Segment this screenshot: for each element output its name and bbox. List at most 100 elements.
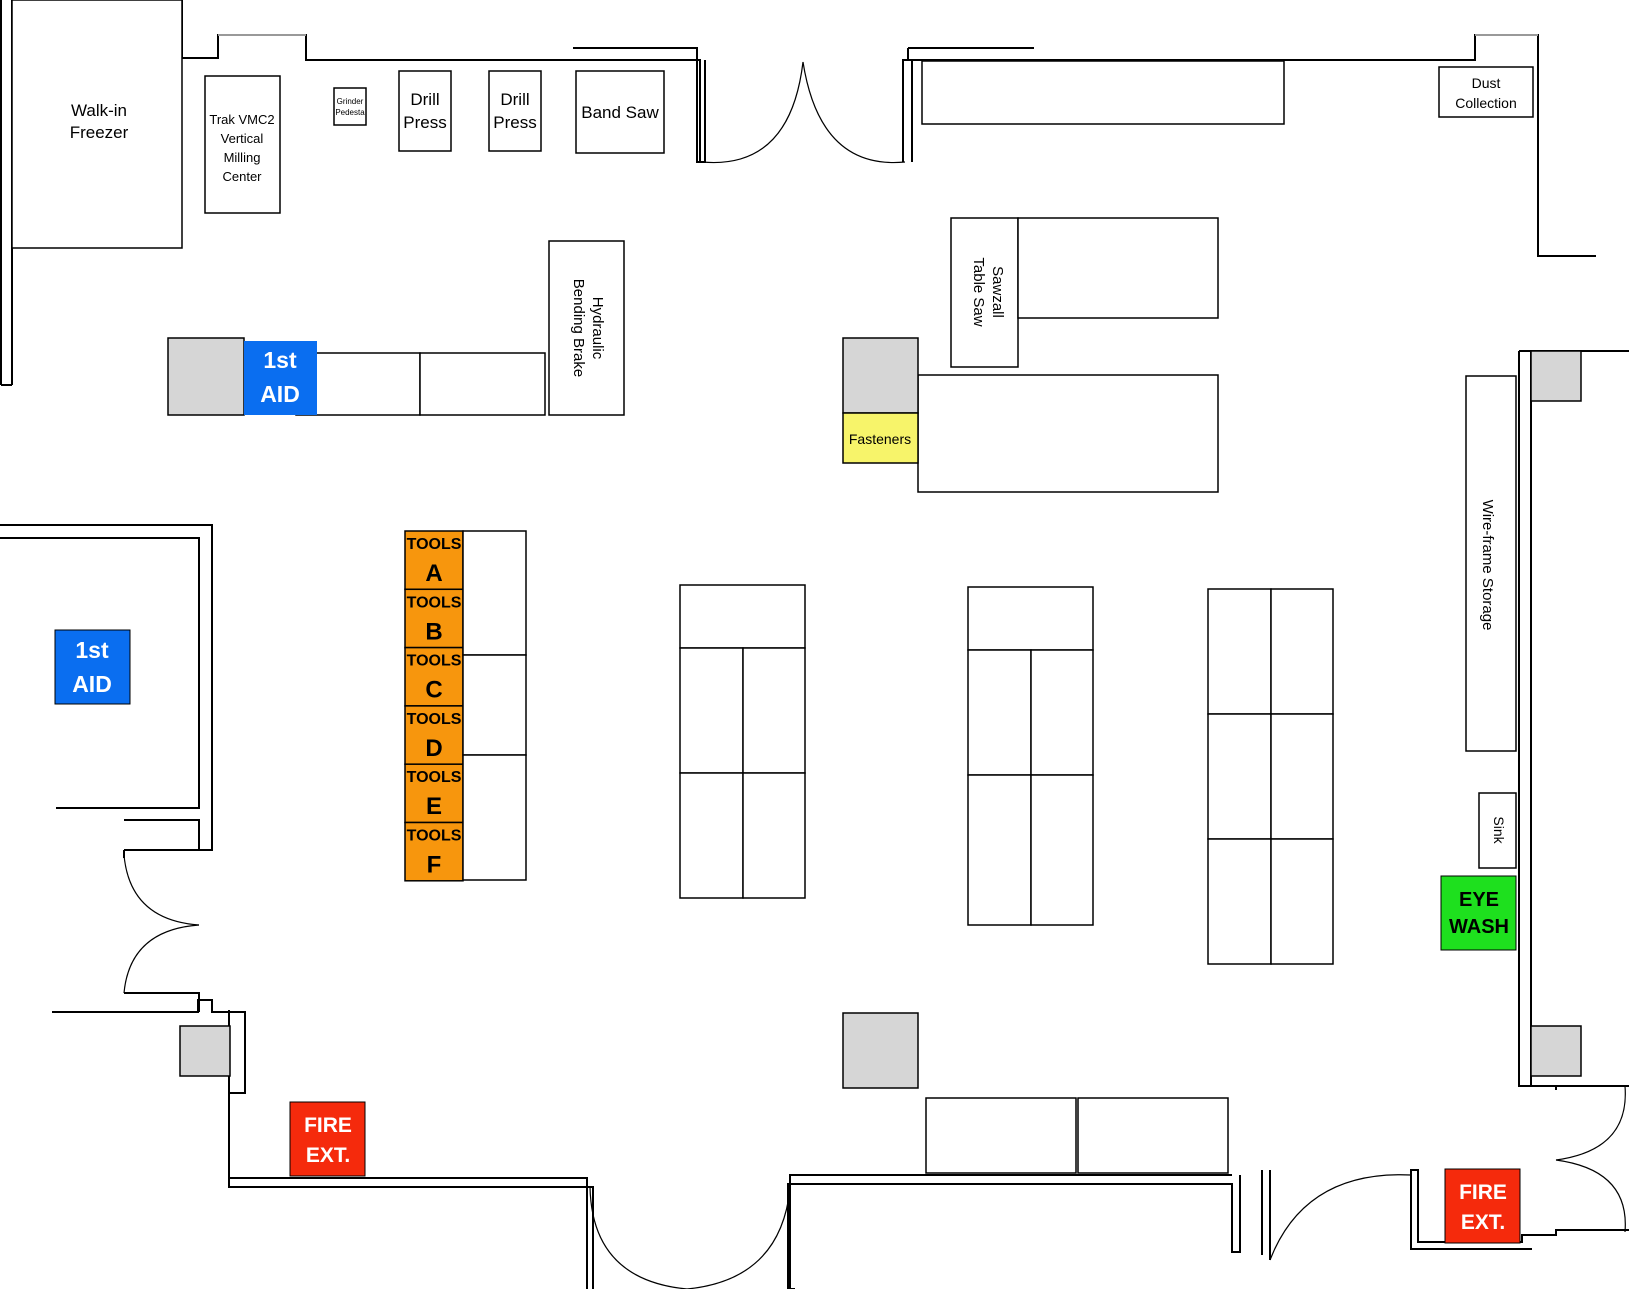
svg-text:Grinder: Grinder xyxy=(337,97,364,106)
workbench-1 xyxy=(679,584,806,899)
svg-text:Fasteners: Fasteners xyxy=(849,431,911,447)
tool-cabinet-a: TOOLS A xyxy=(404,530,464,591)
svg-text:Table Saw: Table Saw xyxy=(970,257,987,326)
svg-text:FIRE: FIRE xyxy=(304,1114,352,1137)
svg-text:Hydraulic: Hydraulic xyxy=(589,297,606,360)
svg-text:Sawzall: Sawzall xyxy=(989,266,1006,318)
bin-right-lower xyxy=(1530,1025,1582,1077)
tool-cabinet-letter: D xyxy=(425,735,442,762)
tool-cabinet-letter: B xyxy=(425,618,442,645)
tool-cabinet-box xyxy=(404,530,464,591)
fasteners-bin: Fasteners xyxy=(842,412,919,464)
drill-press-1: Drill Press xyxy=(398,70,452,152)
tool-cabinet-b: TOOLS B xyxy=(404,588,464,649)
svg-text:Drill: Drill xyxy=(500,90,529,109)
tool-cabinet-word: TOOLS xyxy=(407,594,462,611)
tool-cabinet-word: TOOLS xyxy=(407,653,462,670)
door-right-lower xyxy=(1555,1159,1626,1233)
svg-text:Milling: Milling xyxy=(224,150,261,165)
door-bottom-right-a xyxy=(1269,1174,1412,1261)
eye-wash-sign xyxy=(1440,875,1517,951)
bin-lower-left xyxy=(179,1025,231,1077)
tool-cabinet-word: TOOLS xyxy=(407,828,462,845)
svg-text:Freezer: Freezer xyxy=(70,123,129,142)
drill-press-2: Drill Press xyxy=(488,70,542,152)
svg-text:Wire-frame Storage: Wire-frame Storage xyxy=(1479,500,1496,631)
svg-text:Drill: Drill xyxy=(410,90,439,109)
door-left-lower xyxy=(123,924,200,994)
sawzall-table-saw: Sawzall Table Saw xyxy=(950,217,1219,368)
tool-cabinet-letter: E xyxy=(426,793,442,820)
hydraulic-bending-brake: Hydraulic Bending Brake xyxy=(548,240,625,416)
svg-text:Bending Brake: Bending Brake xyxy=(570,279,587,377)
bin-bottom-center xyxy=(842,1012,919,1089)
svg-text:AID: AID xyxy=(72,671,112,697)
svg-text:FIRE: FIRE xyxy=(1459,1181,1507,1204)
fire-ext-left-sign xyxy=(289,1101,366,1177)
svg-text:Vertical: Vertical xyxy=(221,131,264,146)
tool-cabinet-word: TOOLS xyxy=(407,769,462,786)
door-top-right-leaf xyxy=(802,61,906,164)
fire-ext-left: FIRE EXT. xyxy=(289,1101,366,1177)
sink: Sink xyxy=(1478,792,1517,869)
tool-cabinet-e: TOOLS E xyxy=(404,763,464,824)
svg-text:EXT.: EXT. xyxy=(1461,1211,1505,1234)
door-right-upper xyxy=(1555,1085,1626,1161)
svg-text:Walk-in: Walk-in xyxy=(71,101,127,120)
grinder-pedestal: Grinder Pedesta xyxy=(333,87,367,126)
tool-cabinet-c: TOOLS C xyxy=(404,646,464,707)
band-saw: Band Saw xyxy=(575,70,665,154)
door-top-left-leaf xyxy=(701,61,804,164)
tool-cabinet-box xyxy=(404,588,464,649)
walk-in-freezer: Walk-in Freezer xyxy=(11,0,183,249)
trak-vmc2-milling-center: Trak VMC2 Vertical Milling Center xyxy=(204,75,281,214)
tool-cabinet-box xyxy=(404,705,464,765)
svg-text:AID: AID xyxy=(260,381,300,407)
first-aid-left-sign xyxy=(54,629,131,705)
fire-ext-right-sign xyxy=(1444,1168,1521,1244)
bin-central xyxy=(842,337,919,414)
bin-upper-left xyxy=(167,337,245,416)
tool-cabinet-letter: A xyxy=(425,560,442,587)
svg-text:Dust: Dust xyxy=(1472,75,1501,91)
doors xyxy=(123,61,1626,1289)
tool-cabinet-box xyxy=(404,821,464,882)
eye-wash: EYE WASH xyxy=(1440,875,1517,951)
svg-text:1st: 1st xyxy=(263,347,297,373)
svg-text:1st: 1st xyxy=(75,637,109,663)
bin-right-upper xyxy=(1530,350,1582,402)
tool-cabinet-f: TOOLS F xyxy=(404,821,464,882)
wire-frame-storage: Wire-frame Storage xyxy=(1465,375,1517,752)
tool-cabinet-word: TOOLS xyxy=(407,536,462,553)
workbench-2 xyxy=(967,586,1094,926)
first-aid-top-sign xyxy=(244,341,317,415)
workbench-3 xyxy=(1207,588,1334,965)
tool-cabinet-letter: F xyxy=(427,852,442,879)
dust-collection: Dust Collection xyxy=(1438,66,1534,118)
upper-left-bench xyxy=(295,352,546,416)
svg-text:EXT.: EXT. xyxy=(306,1144,350,1167)
central-workbench xyxy=(917,374,1219,493)
svg-text:Trak VMC2: Trak VMC2 xyxy=(209,112,274,127)
svg-text:Center: Center xyxy=(222,169,262,184)
svg-text:EYE: EYE xyxy=(1459,889,1499,911)
svg-text:Press: Press xyxy=(493,113,536,132)
bottom-bench xyxy=(925,1097,1229,1174)
tool-cabinet-letter: C xyxy=(425,677,442,704)
svg-text:Collection: Collection xyxy=(1455,95,1516,111)
svg-text:Sink: Sink xyxy=(1491,816,1507,844)
svg-text:Pedesta: Pedesta xyxy=(335,108,365,117)
fire-ext-right: FIRE EXT. xyxy=(1444,1168,1521,1244)
svg-text:Press: Press xyxy=(403,113,446,132)
svg-text:Band Saw: Band Saw xyxy=(581,103,659,122)
door-bottom-left-leaf xyxy=(589,1186,688,1289)
top-right-workbench xyxy=(921,60,1285,125)
svg-text:WASH: WASH xyxy=(1449,916,1509,938)
door-bottom-right-leaf xyxy=(686,1188,791,1289)
first-aid-left: 1st AID xyxy=(54,629,131,705)
door-left-upper xyxy=(123,854,200,926)
